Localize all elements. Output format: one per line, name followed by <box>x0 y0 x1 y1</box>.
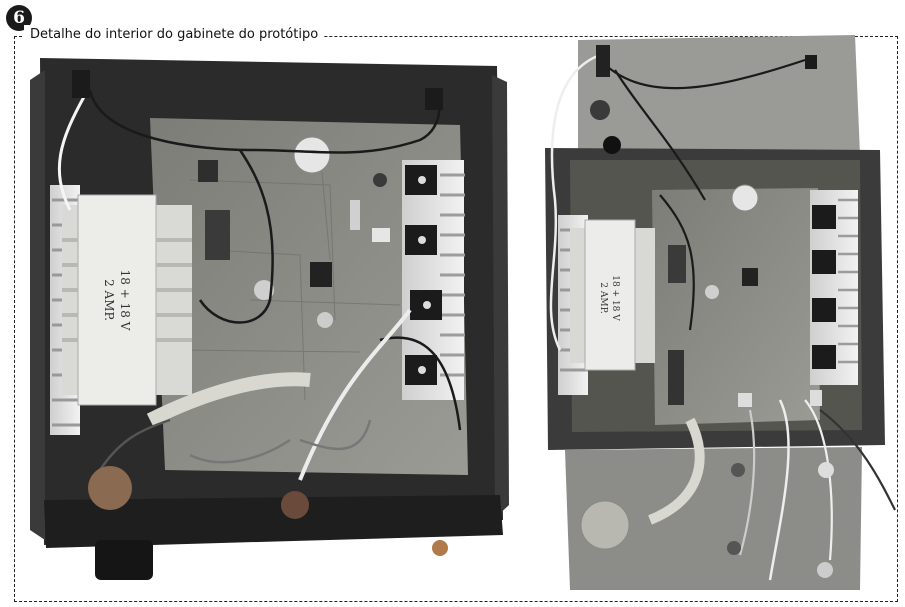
right-transformer-label-1: 18 + 18 V <box>610 275 620 321</box>
figure-caption: Detalhe do interior do gabinete do protó… <box>24 25 325 45</box>
right-heatsink-b <box>810 190 858 385</box>
figure-frame <box>14 36 898 602</box>
left-transformer: 18 + 18 V 2 AMP. <box>62 194 192 406</box>
left-photo: 18 + 18 V 2 AMP. <box>30 58 509 580</box>
right-capacitor <box>731 184 759 212</box>
right-bottom-panel <box>565 447 862 590</box>
right-transformer: 18 + 18 V 2 AMP. <box>570 219 655 371</box>
left-front-panel <box>44 495 503 548</box>
left-knob <box>95 540 153 580</box>
left-transformer-label-1: 18 + 18 V <box>118 270 132 331</box>
left-capacitor <box>293 136 331 174</box>
right-rotary-switch <box>580 500 630 550</box>
right-pcb <box>652 188 820 425</box>
left-ribbon-cable <box>146 372 311 427</box>
left-rotary-switch <box>88 466 132 510</box>
left-heatsink-b <box>402 160 465 400</box>
left-transformer-label-2: 2 AMP. <box>102 279 116 321</box>
right-transformer-label-2: 2 AMP. <box>598 282 608 314</box>
right-photo: 18 + 18 V 2 AMP. <box>545 35 896 590</box>
right-top-panel <box>578 35 860 160</box>
